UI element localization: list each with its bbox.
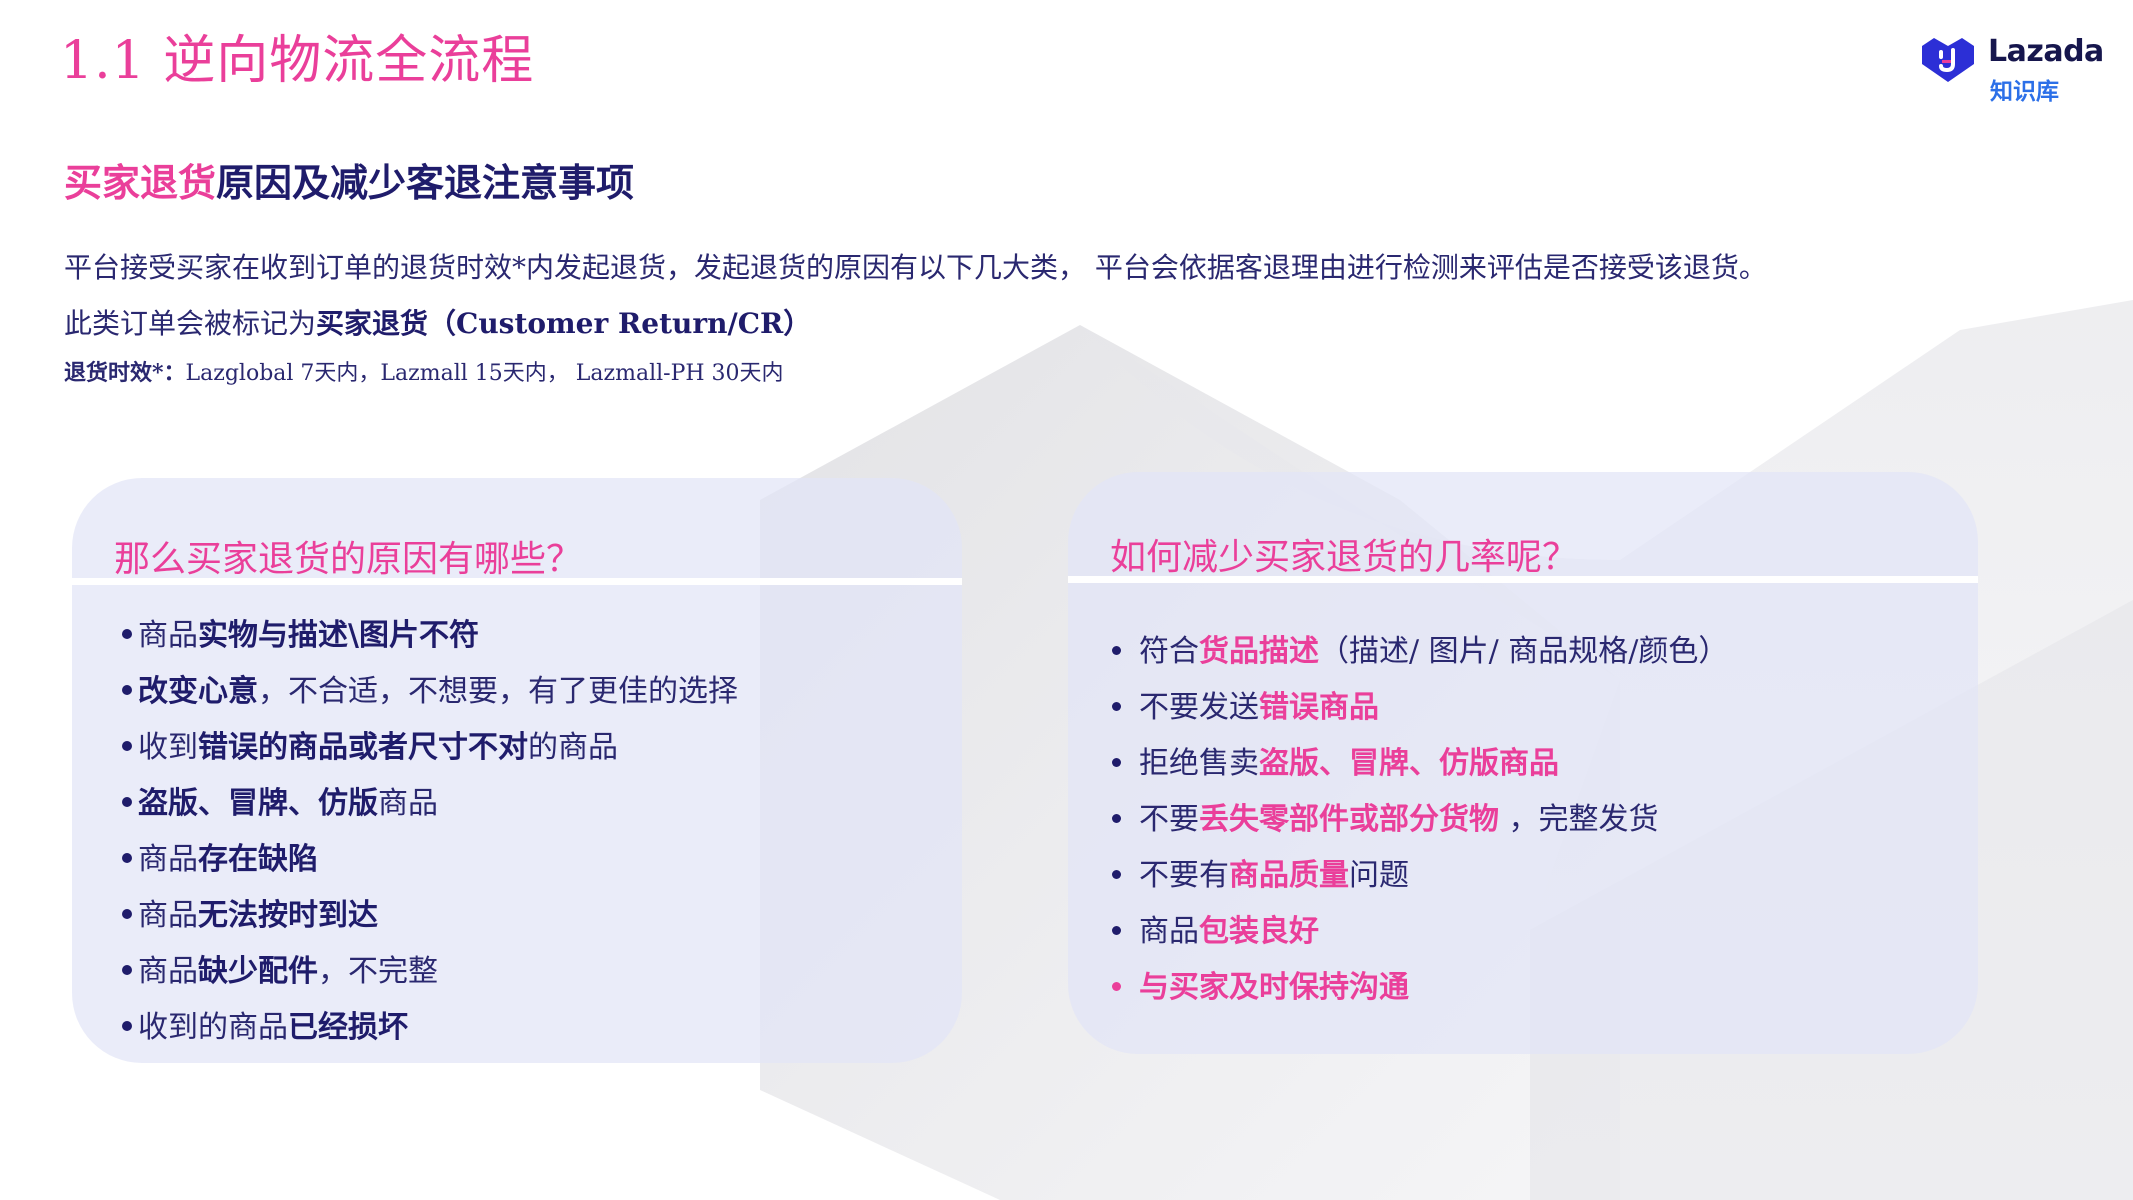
bullet-icon [122, 685, 132, 695]
bullet-icon [122, 629, 132, 639]
list-item: 商品存在缺陷 [122, 832, 738, 888]
lazada-logo: Lazada 知识库 [1920, 34, 2120, 105]
bullet-icon [1112, 701, 1121, 711]
list-item: 商品无法按时到达 [122, 888, 738, 944]
list-item: 盗版、冒牌、仿版商品 [122, 776, 738, 832]
intro-line-2: 此类订单会被标记为买家退货（Customer Return/CR） [64, 296, 1767, 352]
list-item: 收到的商品已经损坏 [122, 1000, 738, 1056]
list-item: 收到错误的商品或者尺寸不对的商品 [122, 720, 738, 776]
note-label: 退货时效*： [64, 360, 186, 386]
reduce-returns-card-title: 如何减少买家退货的几率呢？ [1110, 537, 1579, 578]
bullet-icon [122, 909, 132, 919]
list-item: 商品缺少配件，不完整 [122, 944, 738, 1000]
section-subtitle: 买家退货原因及减少客退注意事项 [64, 152, 634, 207]
list-item: 商品包装良好 [1112, 904, 1728, 960]
list-item: 符合货品描述（描述/ 图片/ 商品规格/颜色） [1112, 624, 1728, 680]
list-item: 商品实物与描述\图片不符 [122, 608, 738, 664]
bullet-icon [1112, 645, 1121, 655]
list-item: 不要有商品质量问题 [1112, 848, 1728, 904]
note-text: Lazglobal 7天内，Lazmall 15天内， Lazmall-PH 3… [185, 361, 784, 386]
reduce-returns-card: 如何减少买家退货的几率呢？ 符合货品描述（描述/ 图片/ 商品规格/颜色） 不要… [1068, 472, 1978, 1054]
bullet-icon [1112, 757, 1121, 767]
bullet-icon [1112, 925, 1121, 935]
reduce-returns-list: 符合货品描述（描述/ 图片/ 商品规格/颜色） 不要发送错误商品 拒绝售卖盗版、… [1112, 624, 1728, 1016]
reasons-list: 商品实物与描述\图片不符 改变心意，不合适，不想要，有了更佳的选择 收到错误的商… [122, 608, 738, 1056]
intro-line-1: 平台接受买家在收到订单的退货时效*内发起退货，发起退货的原因有以下几大类， 平台… [64, 251, 1767, 284]
list-item: 不要发送错误商品 [1112, 680, 1728, 736]
slide-title: 1.1 逆向物流全流程 [60, 31, 535, 91]
lazada-heart-icon [1922, 38, 1974, 82]
bullet-icon [1112, 981, 1121, 991]
bullet-icon [122, 853, 132, 863]
bullet-icon [122, 965, 132, 975]
bullet-icon [122, 741, 132, 751]
list-item: 不要丢失零部件或部分货物 ，完整发货 [1112, 792, 1728, 848]
intro-line-2-suffix: （Customer Return/CR） [428, 307, 812, 340]
list-item: 与买家及时保持沟通 [1112, 960, 1728, 1016]
list-item: 拒绝售卖盗版、冒牌、仿版商品 [1112, 736, 1728, 792]
logo-sub-text: 知识库 [1990, 79, 2059, 105]
reasons-card: 那么买家退货的原因有哪些？ 商品实物与描述\图片不符 改变心意，不合适，不想要，… [72, 478, 962, 1063]
intro-paragraph: 平台接受买家在收到订单的退货时效*内发起退货，发起退货的原因有以下几大类， 平台… [64, 240, 1767, 352]
return-window-note: 退货时效*：Lazglobal 7天内，Lazmall 15天内， Lazmal… [64, 355, 784, 387]
list-item: 改变心意，不合适，不想要，有了更佳的选择 [122, 664, 738, 720]
bullet-icon [1112, 869, 1121, 879]
intro-line-2-bold: 买家退货 [316, 307, 429, 340]
bullet-icon [122, 797, 132, 807]
intro-line-2-prefix: 此类订单会被标记为 [64, 307, 317, 340]
subtitle-highlight: 买家退货 [64, 160, 217, 205]
bullet-icon [1112, 813, 1121, 823]
logo-brand-text: Lazada [1988, 34, 2104, 69]
reasons-card-divider [72, 578, 962, 585]
subtitle-rest: 原因及减少客退注意事项 [216, 160, 635, 205]
bullet-icon [122, 1021, 132, 1031]
reduce-returns-card-divider [1068, 576, 1978, 583]
reasons-card-title: 那么买家退货的原因有哪些？ [114, 539, 583, 580]
